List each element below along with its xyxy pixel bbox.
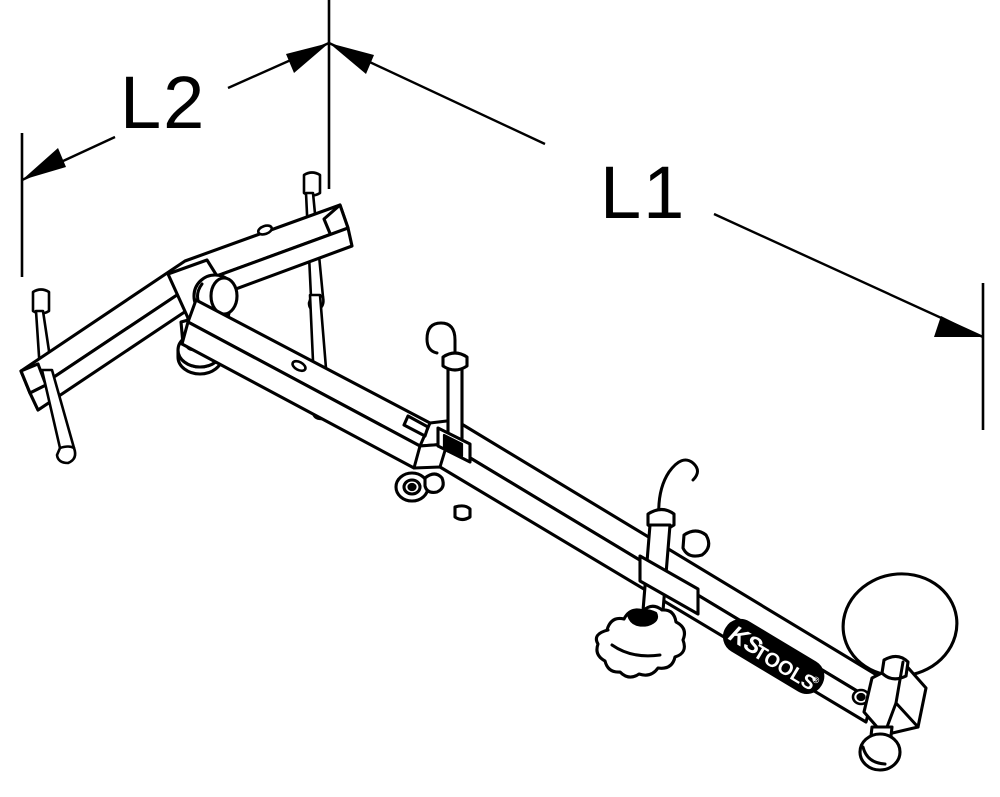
right-foot-ball (858, 732, 902, 772)
arrow-head-l2-left (22, 148, 66, 180)
brand-plate-background (722, 618, 825, 694)
arrow-head-l2-right (286, 43, 329, 73)
support-foot-right (858, 654, 928, 772)
star-knob-shadow (610, 643, 662, 658)
star-knob (594, 604, 686, 679)
dimension-label-l2: L2 (120, 61, 206, 144)
tool-assembly: KS TOOLS ® (19, 171, 959, 772)
main-beam-bore-1 (291, 359, 307, 373)
cross-beam-bore (256, 224, 274, 236)
star-knob-hub (626, 608, 659, 627)
hook-curved-bracket (638, 554, 700, 616)
main-beam-bore-3-center (856, 692, 866, 702)
hook-curved-stud (681, 529, 711, 558)
arrow-head-l1-right (934, 316, 983, 337)
locking-bolt-center (407, 482, 417, 492)
dim-leader-l1-right (713, 212, 984, 339)
hook-straight (425, 321, 472, 464)
beam-tab (453, 504, 472, 522)
right-end-boss (880, 654, 910, 681)
leg-pin-3 (40, 368, 77, 465)
brand-trademark-symbol: ® (810, 674, 821, 686)
hook-straight-collar (441, 351, 469, 372)
hook-curved (638, 458, 711, 625)
dimension-annotations: L2 L1 (20, 0, 985, 430)
locking-bolt (394, 471, 445, 503)
locking-bolt-stud (423, 472, 445, 494)
dimension-label-l1: L1 (600, 151, 686, 234)
arrow-head-l1-left (329, 43, 374, 74)
